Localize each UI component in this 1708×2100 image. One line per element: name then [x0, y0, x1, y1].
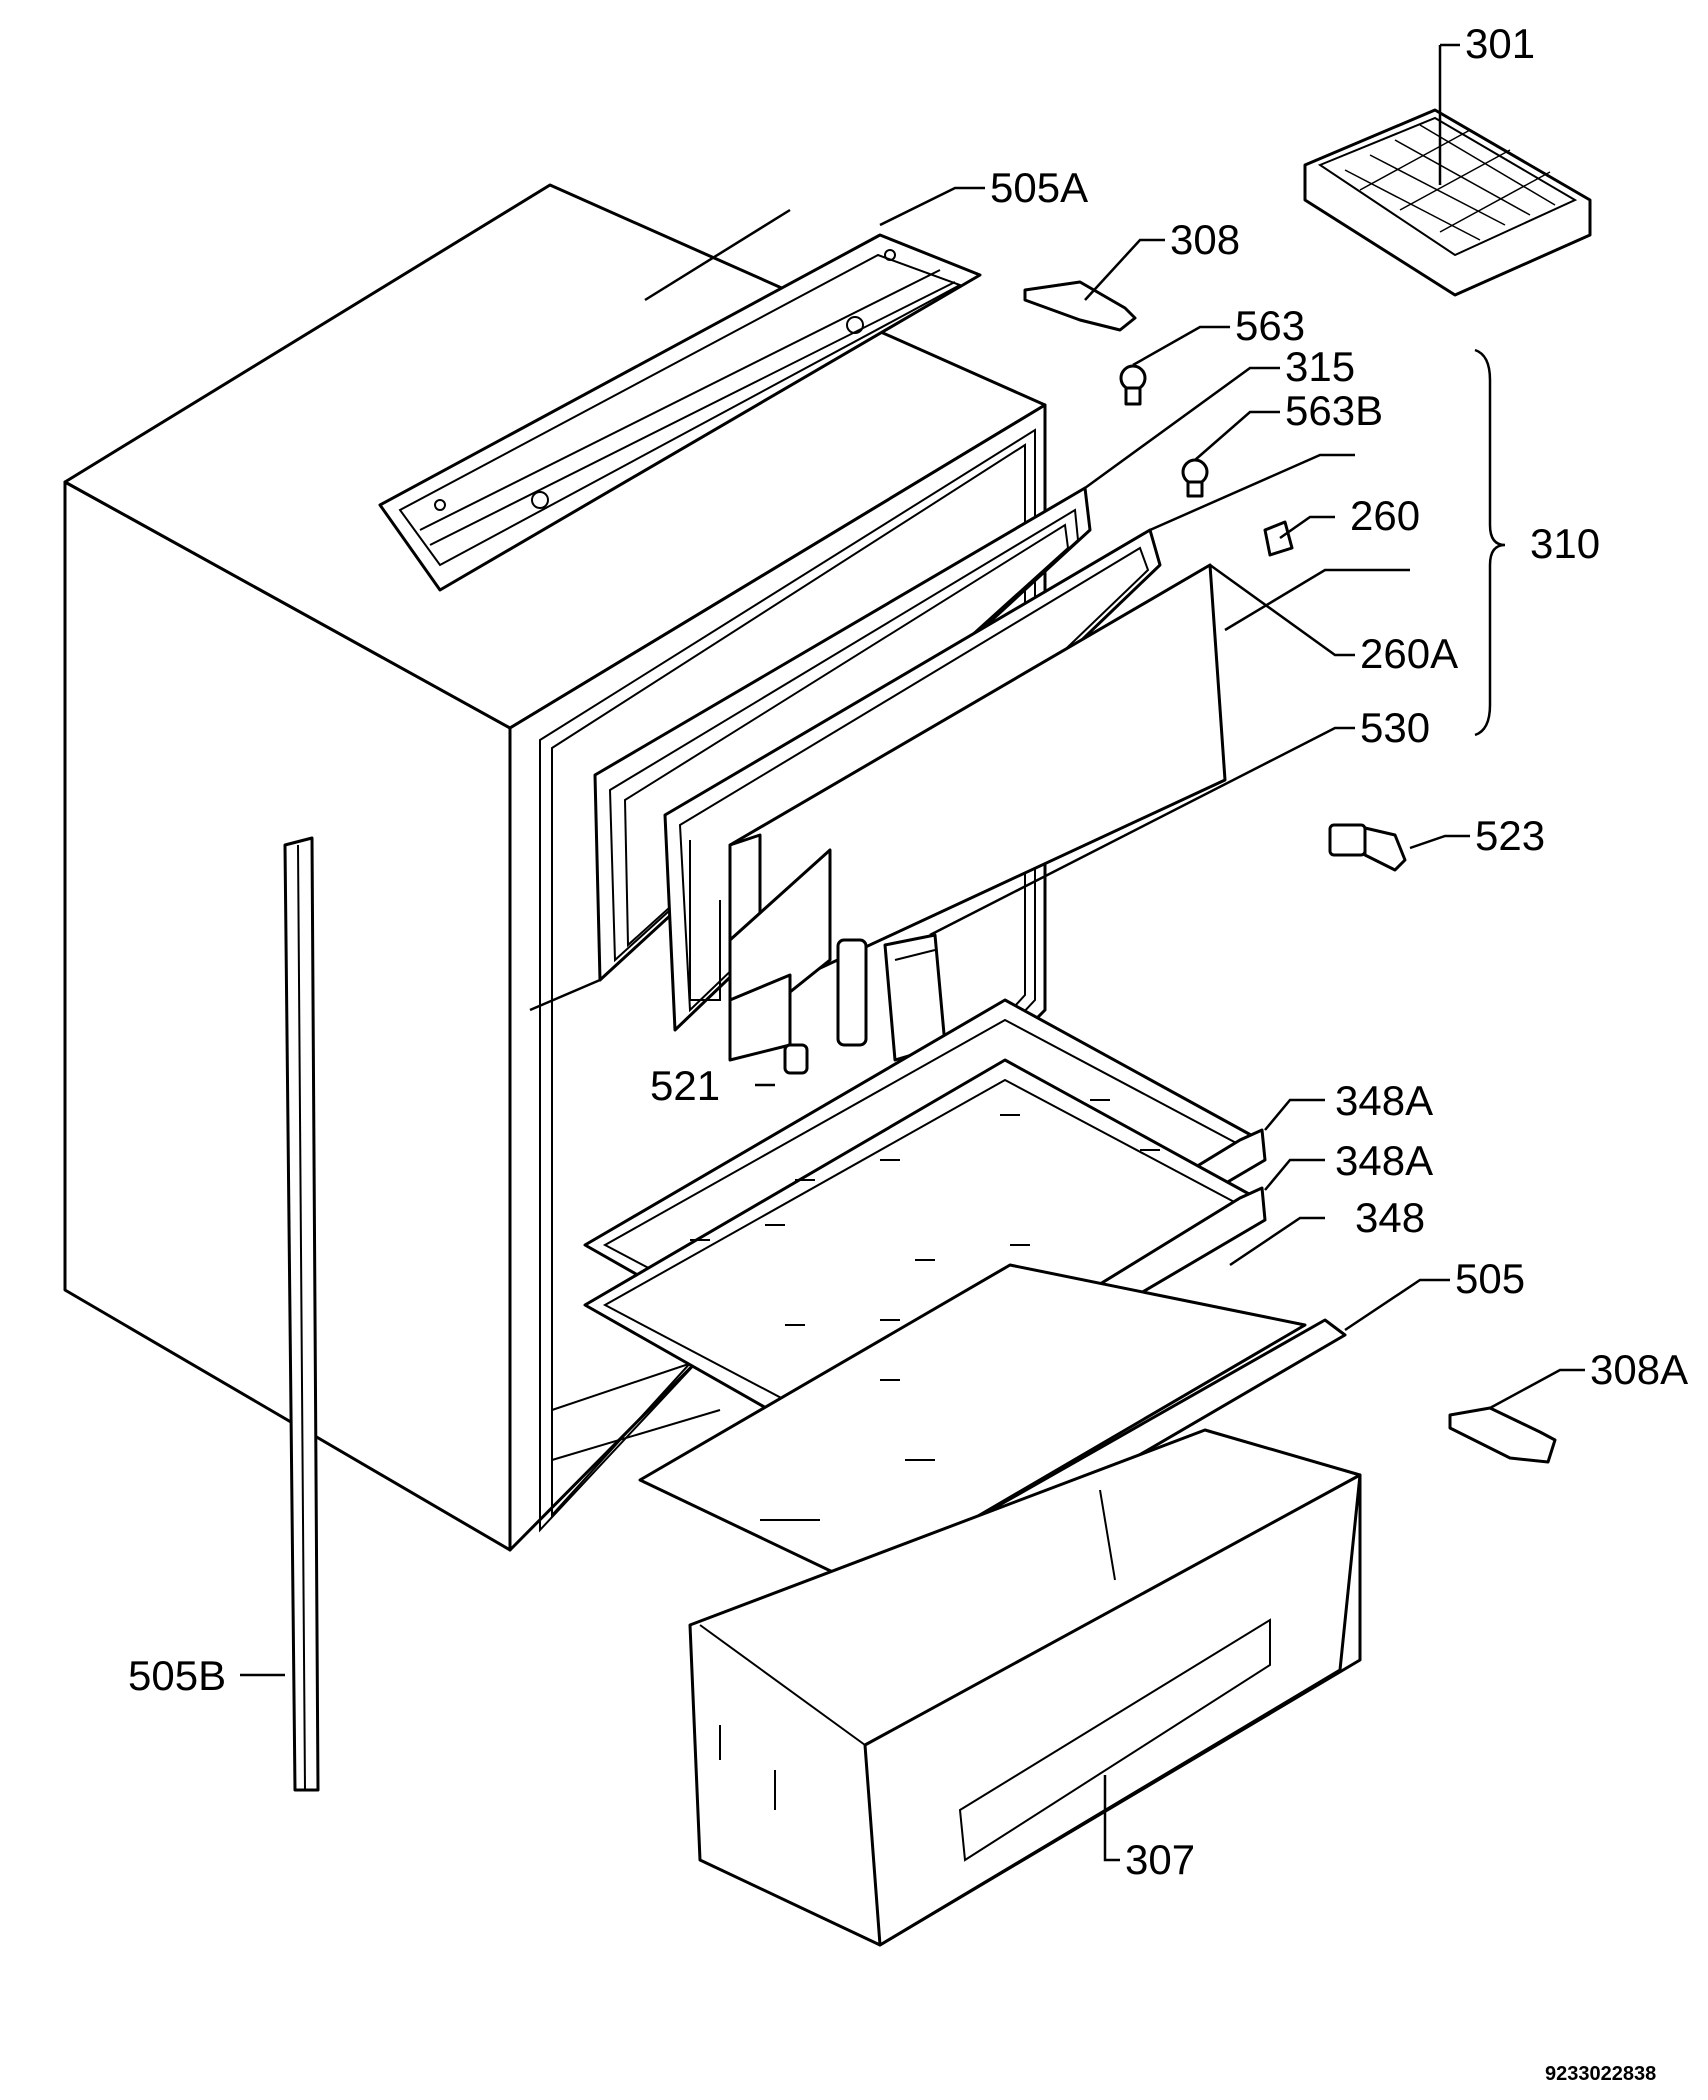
label-530: 530 [1360, 704, 1430, 751]
label-307: 307 [1125, 1836, 1195, 1883]
label-301: 301 [1465, 20, 1535, 67]
label-505: 505 [1455, 1255, 1525, 1302]
document-number: 9233022838 [1545, 2063, 1656, 2085]
label-563: 563 [1235, 302, 1305, 349]
shelf-glass-marks [690, 1099, 1160, 1521]
label-348A-lower: 348A [1335, 1137, 1433, 1184]
label-505A: 505A [990, 164, 1088, 211]
part-260-clip [1263, 520, 1294, 557]
label-348A-upper: 348A [1335, 1077, 1433, 1124]
part-530-door-panel [728, 563, 1227, 1062]
label-505B: 505B [128, 1652, 226, 1699]
label-260A: 260A [1360, 630, 1458, 677]
part-308A-bracket [1448, 1406, 1557, 1464]
part-521-stop [783, 1043, 809, 1075]
label-348: 348 [1355, 1194, 1425, 1241]
part-505B-door-seal [283, 836, 320, 1792]
label-315: 315 [1285, 343, 1355, 390]
label-260: 260 [1350, 492, 1420, 539]
part-523-lamp [1328, 823, 1407, 872]
part-563-screw [1119, 364, 1147, 406]
label-523: 523 [1475, 812, 1545, 859]
label-563B: 563B [1285, 387, 1383, 434]
part-348-glass-shelf [638, 1263, 1307, 1587]
part-563B-screw [1181, 458, 1209, 498]
leader-lines [240, 43, 1585, 1862]
part-301-ice-tray [1303, 108, 1592, 297]
part-labels: 301 505A 308 563 315 563B 260 310 260A 5… [128, 20, 1688, 1883]
part-307-crisper-drawer [688, 1428, 1362, 1947]
part-308-bracket [1023, 280, 1137, 332]
label-521: 521 [650, 1062, 720, 1109]
label-310: 310 [1530, 520, 1600, 567]
label-308: 308 [1170, 216, 1240, 263]
part-hinge-assembly [783, 933, 947, 1075]
group-bracket-310 [1474, 348, 1506, 737]
label-308A: 308A [1590, 1346, 1688, 1393]
part-505A-top-rail [378, 233, 982, 592]
